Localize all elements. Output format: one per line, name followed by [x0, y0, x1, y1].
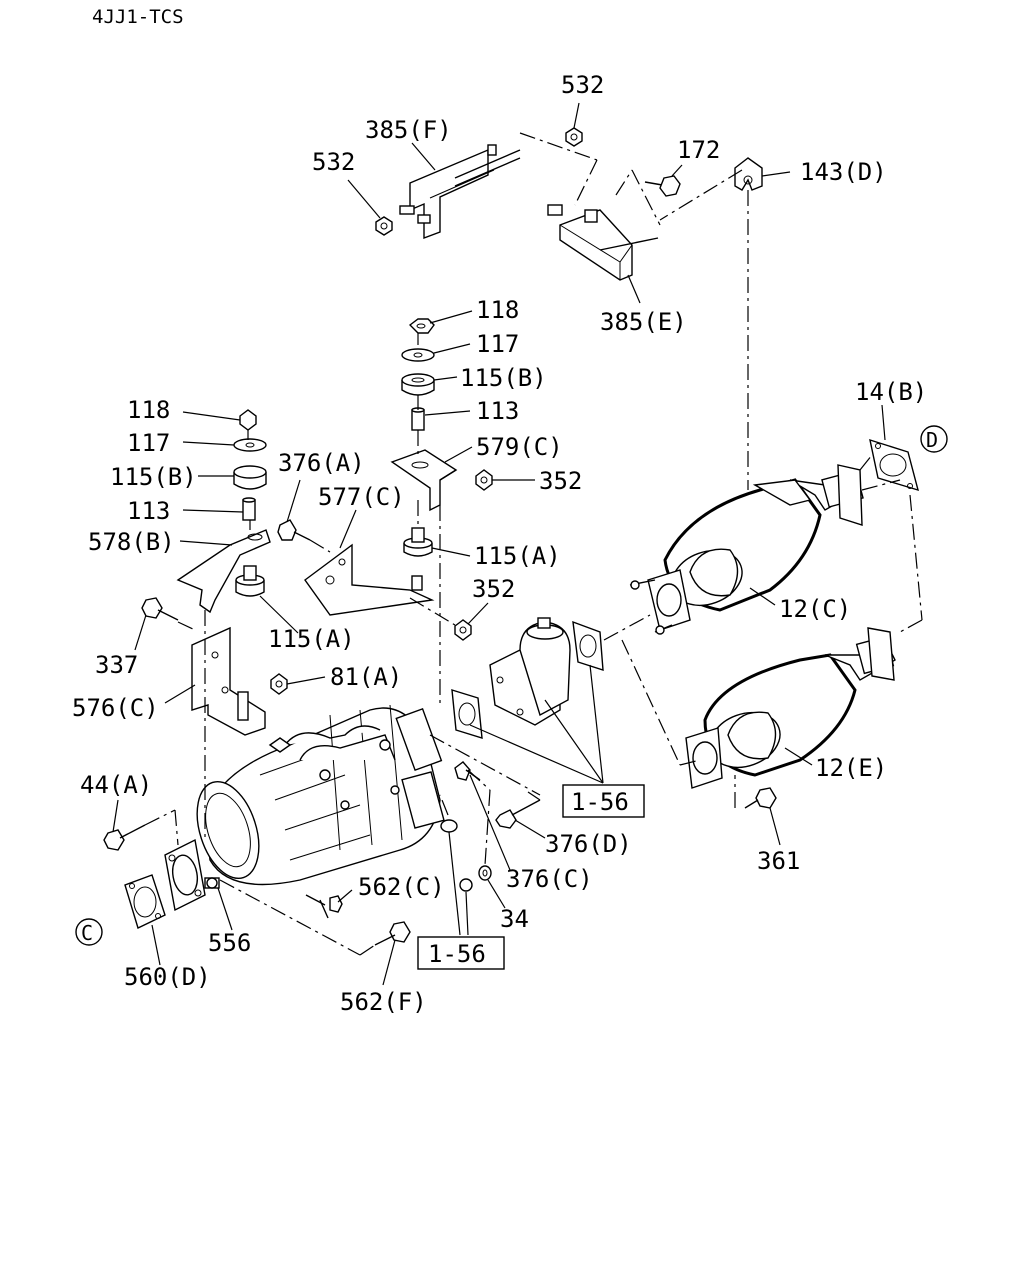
label-385f: 385(F) [365, 116, 452, 144]
label-337: 337 [95, 651, 138, 679]
leader-lines [112, 102, 886, 986]
bolt-44a [103, 824, 146, 851]
bracket-577c [304, 543, 435, 616]
fitting-ring [440, 819, 458, 833]
label-385e: 385(E) [600, 308, 687, 336]
label-578b: 578(B) [88, 528, 175, 556]
label-352-a: 352 [539, 467, 582, 495]
svg-text:1-56: 1-56 [428, 940, 486, 968]
label-115b-center: 115(B) [460, 364, 547, 392]
egr-valve-body [489, 617, 571, 726]
washer-small [459, 878, 473, 892]
nut-532-top [565, 127, 583, 147]
model-code: 4JJ1-TCS [92, 6, 184, 28]
gasket-egr-right [572, 620, 604, 671]
stud-556 [204, 877, 220, 889]
label-532-left: 532 [312, 148, 355, 176]
label-117-left: 117 [127, 429, 170, 457]
label-81a: 81(A) [330, 663, 402, 691]
label-115a-left: 115(A) [268, 625, 355, 653]
bolt-562c [305, 894, 343, 919]
nut-81a [270, 673, 288, 695]
label-361: 361 [757, 847, 800, 875]
collar-113-center [411, 407, 425, 431]
label-44a: 44(A) [80, 771, 152, 799]
label-12c: 12(C) [779, 595, 851, 623]
washer-117-center [401, 348, 435, 362]
nut-118-left [239, 409, 257, 431]
silencer-12c [647, 464, 864, 631]
bolt-337 [141, 597, 179, 621]
rubber-115b-left [233, 465, 267, 490]
dpd-inlet-flange [164, 838, 206, 912]
label-34: 34 [500, 905, 529, 933]
label-532-top: 532 [561, 71, 604, 99]
rubber-115b-center [401, 373, 435, 396]
nut-352-b [454, 619, 472, 641]
hanger-143d [734, 157, 763, 191]
label-118-center: 118 [476, 296, 519, 324]
label-143d: 143(D) [800, 158, 887, 186]
washer-117-left [233, 438, 267, 452]
label-576c: 576(C) [72, 694, 159, 722]
gasket-14b [869, 438, 919, 492]
label-376a: 376(A) [278, 449, 365, 477]
label-172: 172 [677, 136, 720, 164]
svg-text:1-56: 1-56 [571, 788, 629, 816]
collar-113-left [242, 497, 256, 521]
label-352-b: 352 [472, 575, 515, 603]
dpd-unit [196, 704, 445, 886]
rubber-115a-left [235, 565, 265, 597]
label-12e: 12(E) [815, 754, 887, 782]
connector-marker-c: C [75, 918, 103, 946]
bolt-376a [277, 519, 311, 541]
svg-text:D: D [926, 428, 938, 452]
label-579c: 579(C) [476, 433, 563, 461]
label-14b: 14(B) [855, 378, 927, 406]
label-118-left: 118 [127, 396, 170, 424]
washer-34 [478, 865, 492, 881]
flange-studs-12c [629, 579, 673, 635]
label-115a-center: 115(A) [474, 542, 561, 570]
label-556: 556 [208, 929, 251, 957]
gasket-egr-left [451, 689, 483, 739]
gasket-560d [124, 874, 166, 929]
nut-118-center [408, 318, 435, 334]
label-115b-left: 115(B) [110, 463, 197, 491]
label-113-center: 113 [476, 397, 519, 425]
label-560d: 560(D) [124, 963, 211, 991]
bracket-579c [390, 449, 458, 512]
label-562c: 562(C) [358, 873, 445, 901]
label-113-left: 113 [127, 497, 170, 525]
connector-marker-d: D [920, 425, 948, 453]
label-577c: 577(C) [318, 483, 405, 511]
bolt-172 [644, 175, 681, 197]
label-376c: 376(C) [506, 865, 593, 893]
bolt-562f [374, 921, 411, 946]
bracket-385f [399, 144, 521, 240]
bolt-361 [744, 787, 777, 809]
label-376d: 376(D) [545, 830, 632, 858]
rubber-115a-center [403, 527, 433, 557]
nut-532-left [375, 216, 393, 236]
label-117-center: 117 [476, 330, 519, 358]
bolt-376d [495, 799, 541, 829]
silencer-12e [685, 627, 896, 789]
reference-box-1-56-lower[interactable]: 1-56 [417, 936, 505, 970]
assembly-lines [144, 132, 923, 956]
label-562f: 562(F) [340, 988, 427, 1016]
nut-352-a [475, 469, 493, 491]
bracket-578b [176, 529, 271, 614]
svg-text:C: C [81, 921, 93, 945]
bracket-576c [191, 626, 266, 736]
bracket-385e [547, 204, 659, 281]
reference-box-1-56-upper[interactable]: 1-56 [562, 784, 645, 818]
part-labels: 532 385(F) 532 172 143(D) 385(E) 118 117… [72, 71, 927, 1016]
